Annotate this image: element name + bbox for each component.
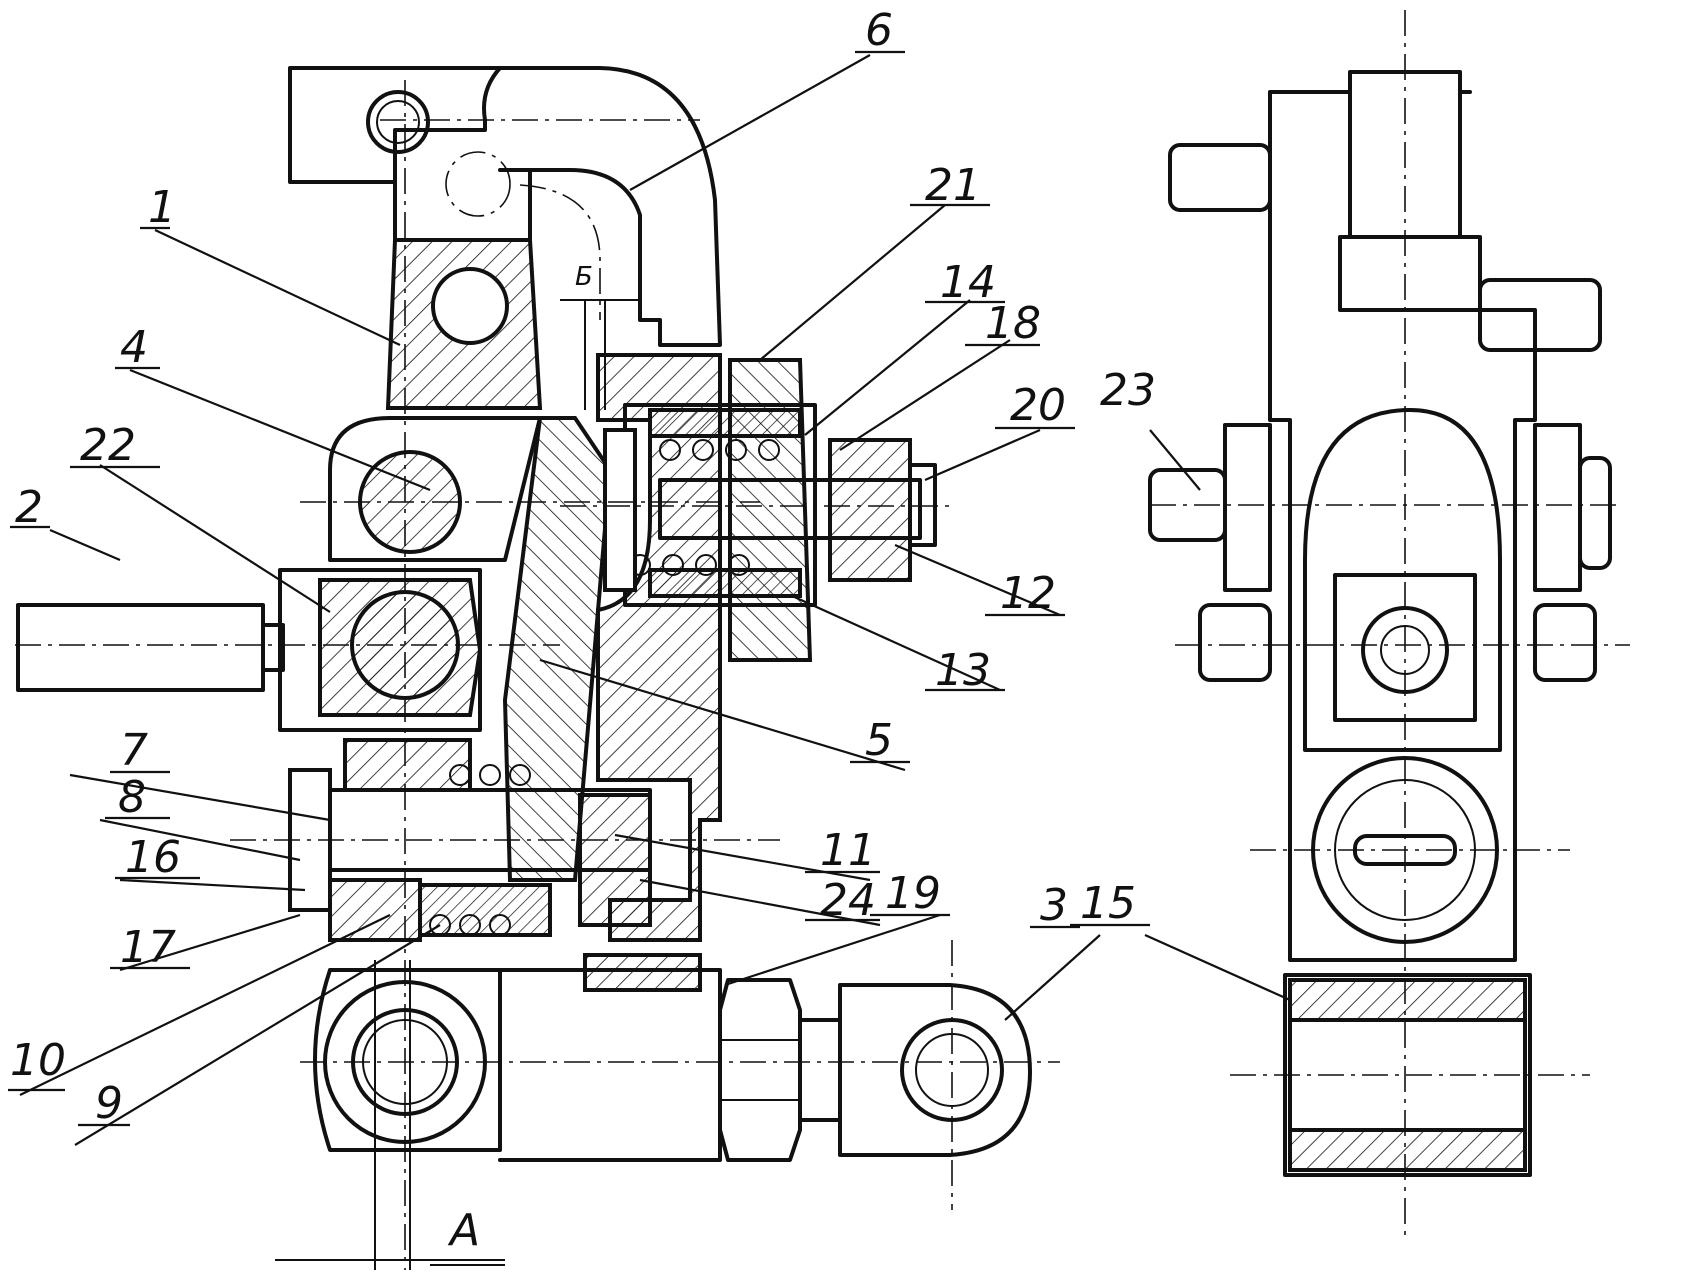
label-2: 2 — [15, 482, 43, 533]
label-16: 16 — [125, 832, 181, 883]
spring-coils-upper — [659, 439, 780, 461]
side-view — [1148, 10, 1630, 1240]
curved-arm-6 — [498, 66, 722, 347]
label-24: 24 — [820, 875, 876, 926]
rod-end-3 — [838, 983, 1032, 1157]
spring-plate — [603, 428, 637, 592]
washer-16 — [328, 878, 422, 942]
label-19: 19 — [885, 868, 941, 919]
arch-window — [1303, 408, 1502, 752]
label-20: 20 — [1010, 380, 1066, 431]
lock-nut-20 — [908, 463, 937, 547]
dimension-label-b: Б — [575, 262, 593, 292]
label-21: 21 — [925, 160, 981, 211]
label-23: 23 — [1100, 365, 1156, 416]
lever-4-body — [328, 416, 542, 562]
hex-nut-19 — [718, 978, 802, 1162]
rod-2 — [16, 603, 265, 692]
label-6: 6 — [865, 5, 893, 56]
label-18: 18 — [985, 298, 1041, 349]
spring-coils-bottom — [429, 764, 531, 936]
front-section-view — [15, 66, 1060, 1270]
label-12: 12 — [1000, 568, 1056, 619]
label-14: 14 — [940, 257, 996, 308]
label-15: 15 — [1080, 878, 1136, 929]
square-block — [1333, 573, 1477, 722]
label-11: 11 — [820, 825, 876, 876]
label-7: 7 — [120, 725, 148, 776]
label-17: 17 — [120, 922, 176, 973]
side-pin-top-left — [1168, 143, 1272, 212]
lower-eye-body — [313, 968, 502, 1152]
housing-body — [596, 353, 722, 942]
label-13: 13 — [935, 645, 991, 696]
side-pin-top-right — [1478, 278, 1602, 352]
label-5: 5 — [865, 715, 893, 766]
label-1: 1 — [148, 182, 176, 233]
callout-labels: 1 2 3 4 5 6 7 8 9 10 11 12 13 14 15 16 1… — [8, 5, 1156, 1256]
label-10: 10 — [10, 1035, 66, 1086]
leader-lines — [19, 54, 1291, 1146]
label-22: 22 — [80, 420, 136, 471]
nut-24 — [578, 793, 652, 927]
label-3: 3 — [1040, 880, 1068, 931]
bushing-top — [343, 738, 472, 792]
slider-5 — [502, 416, 613, 882]
shaft-12 — [658, 478, 922, 540]
top-plate-hole — [366, 90, 430, 154]
side-bar-right — [1533, 423, 1582, 592]
spring-lower-9 — [418, 883, 552, 937]
label-4: 4 — [120, 322, 148, 373]
top-plate — [288, 66, 502, 184]
block-1-bore — [431, 267, 509, 345]
label-9: 9 — [95, 1078, 123, 1129]
side-bar-left — [1223, 423, 1272, 592]
nut-18 — [828, 438, 912, 582]
dimension-label-a: A — [447, 1205, 480, 1256]
label-8: 8 — [118, 772, 146, 823]
